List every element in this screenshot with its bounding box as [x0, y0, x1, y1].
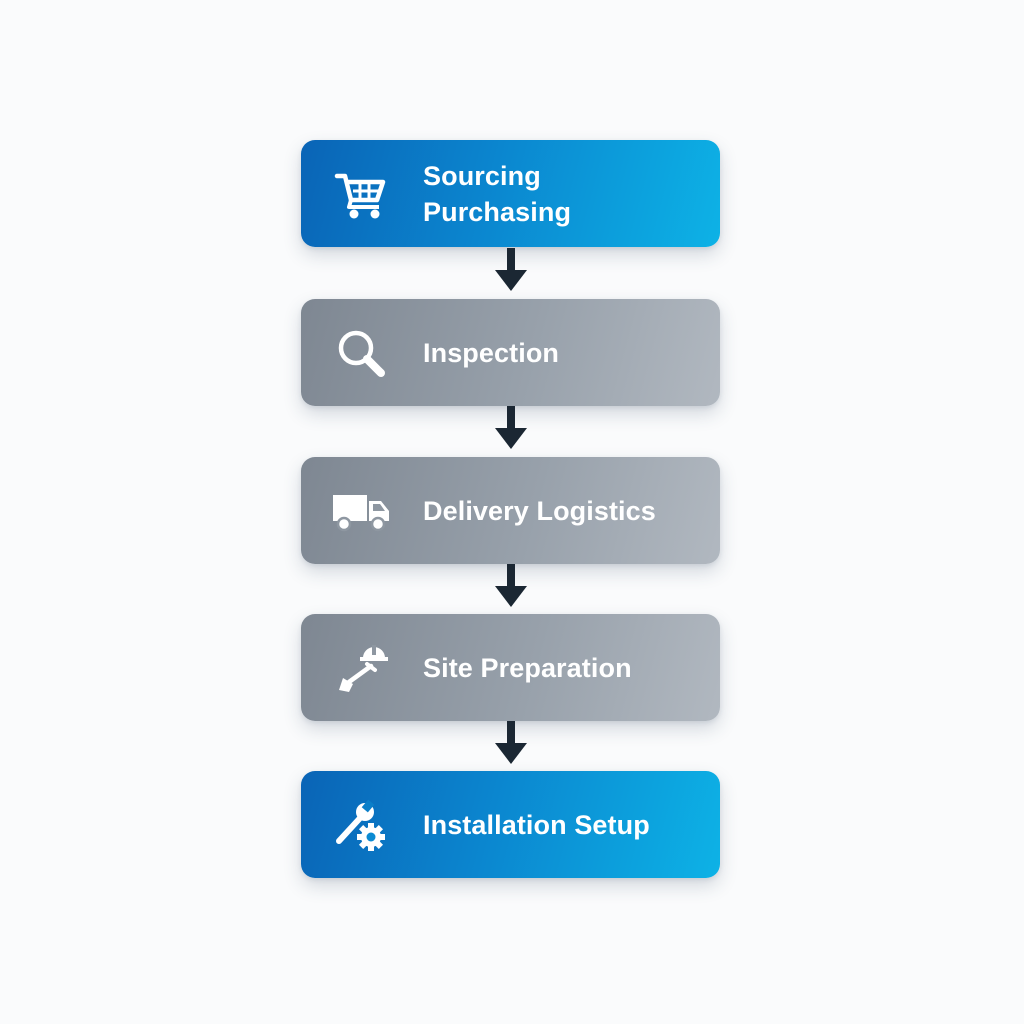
- magnifier-icon: [329, 321, 393, 385]
- arrow-down-icon: [495, 564, 527, 607]
- step-label: Delivery Logistics: [423, 493, 706, 529]
- step-label: Sourcing Purchasing: [423, 158, 706, 230]
- step-label-line: Purchasing: [423, 196, 572, 227]
- wrench-gear-icon: [329, 793, 393, 857]
- step-sourcing-purchasing: Sourcing Purchasing: [301, 140, 720, 247]
- truck-icon: [329, 479, 393, 543]
- step-label-line: Sourcing: [423, 160, 541, 191]
- step-label-line: Installation Setup: [423, 809, 650, 840]
- step-label-line: Delivery Logistics: [423, 495, 656, 526]
- shopping-cart-icon: [329, 162, 393, 226]
- step-label: Installation Setup: [423, 807, 706, 843]
- step-site-preparation: Site Preparation: [301, 614, 720, 721]
- arrow-down-icon: [495, 406, 527, 449]
- step-label: Inspection: [423, 335, 706, 371]
- arrow-down-icon: [495, 721, 527, 764]
- step-inspection: Inspection: [301, 299, 720, 406]
- step-label: Site Preparation: [423, 650, 706, 686]
- step-delivery-logistics: Delivery Logistics: [301, 457, 720, 564]
- arrow-down-icon: [495, 248, 527, 291]
- hardhat-shovel-icon: [329, 636, 393, 700]
- step-installation-setup: Installation Setup: [301, 771, 720, 878]
- step-label-line: Inspection: [423, 337, 560, 368]
- step-label-line: Site Preparation: [423, 652, 632, 683]
